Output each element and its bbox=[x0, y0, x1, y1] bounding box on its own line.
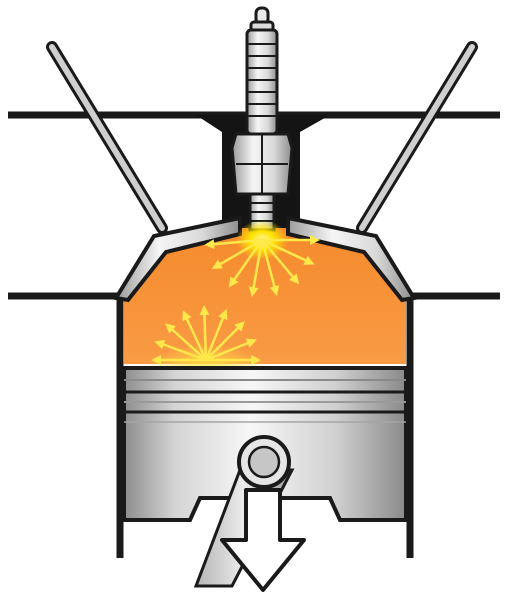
intake-valve bbox=[52, 47, 162, 228]
exhaust-valve bbox=[362, 47, 472, 228]
piston-pin bbox=[239, 437, 289, 487]
